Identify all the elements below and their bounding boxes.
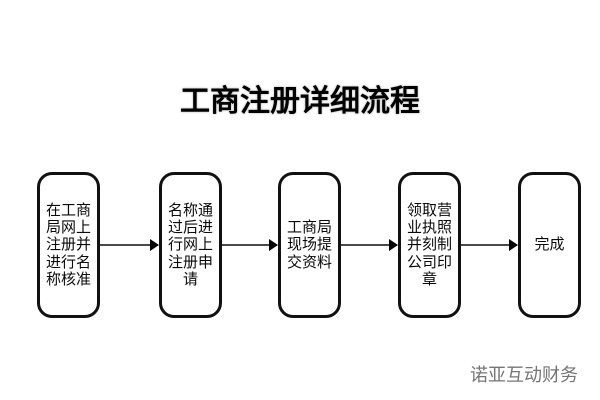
flow-arrow-2: [222, 239, 278, 252]
watermark: 诺亚互动财务: [470, 365, 578, 386]
arrow-shaft: [341, 244, 390, 246]
flow-arrow-3: [341, 239, 398, 252]
flow-step-label: 工商局现场提交资料: [286, 217, 332, 271]
flow-step-name-approved-apply: 名称通过后进行网上注册申请: [159, 172, 222, 318]
flow-step-label: 在工商局网上注册并进行名称核准: [45, 200, 91, 289]
flow-step-online-register: 在工商局网上注册并进行名称核准: [37, 172, 100, 318]
flow-arrow-1: [100, 239, 159, 252]
arrow-shaft: [100, 244, 151, 246]
flow-step-label: 名称通过后进行网上注册申请: [167, 200, 213, 289]
arrow-right-icon: [269, 239, 278, 251]
flow-step-label: 完成: [534, 235, 565, 254]
flow-step-submit-materials: 工商局现场提交资料: [278, 172, 341, 318]
arrow-shaft: [222, 244, 270, 246]
flow-step-label: 领取营业执照并刻制公司印章: [406, 200, 452, 289]
arrow-shaft: [461, 244, 510, 246]
arrow-right-icon: [389, 239, 398, 251]
arrow-right-icon: [509, 239, 518, 251]
arrow-right-icon: [150, 239, 159, 251]
flow-step-license-seal: 领取营业执照并刻制公司印章: [398, 172, 461, 318]
flow-arrow-4: [461, 239, 518, 252]
page-title: 工商注册详细流程: [180, 84, 420, 119]
flow-step-complete: 完成: [518, 172, 581, 318]
